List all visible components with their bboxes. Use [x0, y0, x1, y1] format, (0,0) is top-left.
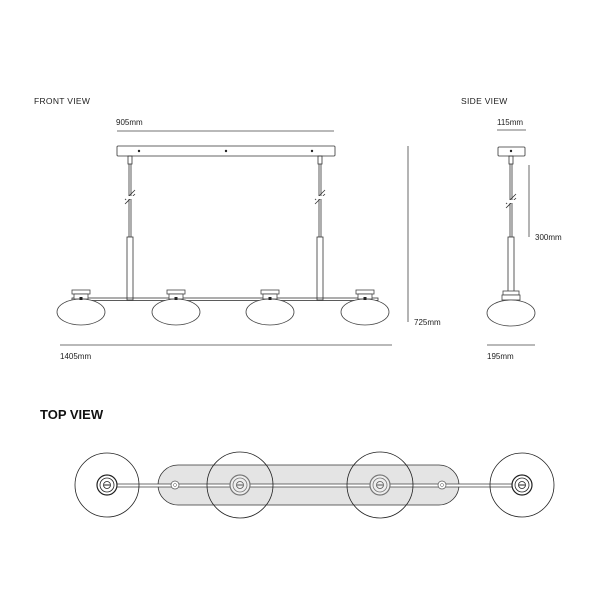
- side-view: SIDE VIEW 115mm 300mm 195mm: [461, 96, 562, 361]
- front-view: FRONT VIEW 905mm: [34, 96, 441, 361]
- shade-diameter-label: 195mm: [487, 352, 514, 361]
- horizontal-bar: [71, 297, 379, 301]
- pendant-shade: [151, 289, 201, 326]
- top-shades: [74, 451, 555, 519]
- canopy: [116, 145, 336, 157]
- suspension-right: [314, 155, 326, 301]
- pendant-shade: [56, 289, 106, 326]
- canopy-width-label: 905mm: [116, 118, 143, 127]
- top-view: TOP VIEW: [40, 407, 555, 519]
- overall-height-label: 725mm: [414, 318, 441, 327]
- side-tube: [507, 236, 515, 294]
- side-shade: [486, 299, 536, 327]
- side-view-title: SIDE VIEW: [461, 96, 508, 106]
- overall-width-label: 1405mm: [60, 352, 91, 361]
- top-view-title: TOP VIEW: [40, 407, 104, 422]
- canopy-depth-label: 115mm: [497, 118, 523, 127]
- top-shade: [346, 451, 414, 519]
- canopy-screw: [137, 149, 141, 153]
- top-bar: [106, 483, 516, 488]
- shades: [56, 289, 390, 326]
- pendant-shade: [245, 289, 295, 326]
- front-view-title: FRONT VIEW: [34, 96, 90, 106]
- top-shade: [74, 452, 140, 518]
- top-shade: [206, 451, 274, 519]
- pendant-shade: [340, 289, 390, 326]
- suspension-left: [124, 155, 136, 301]
- drop-label: 300mm: [535, 233, 562, 242]
- canopy-screw: [224, 149, 228, 153]
- canopy-screw: [310, 149, 314, 153]
- top-shade: [489, 452, 555, 518]
